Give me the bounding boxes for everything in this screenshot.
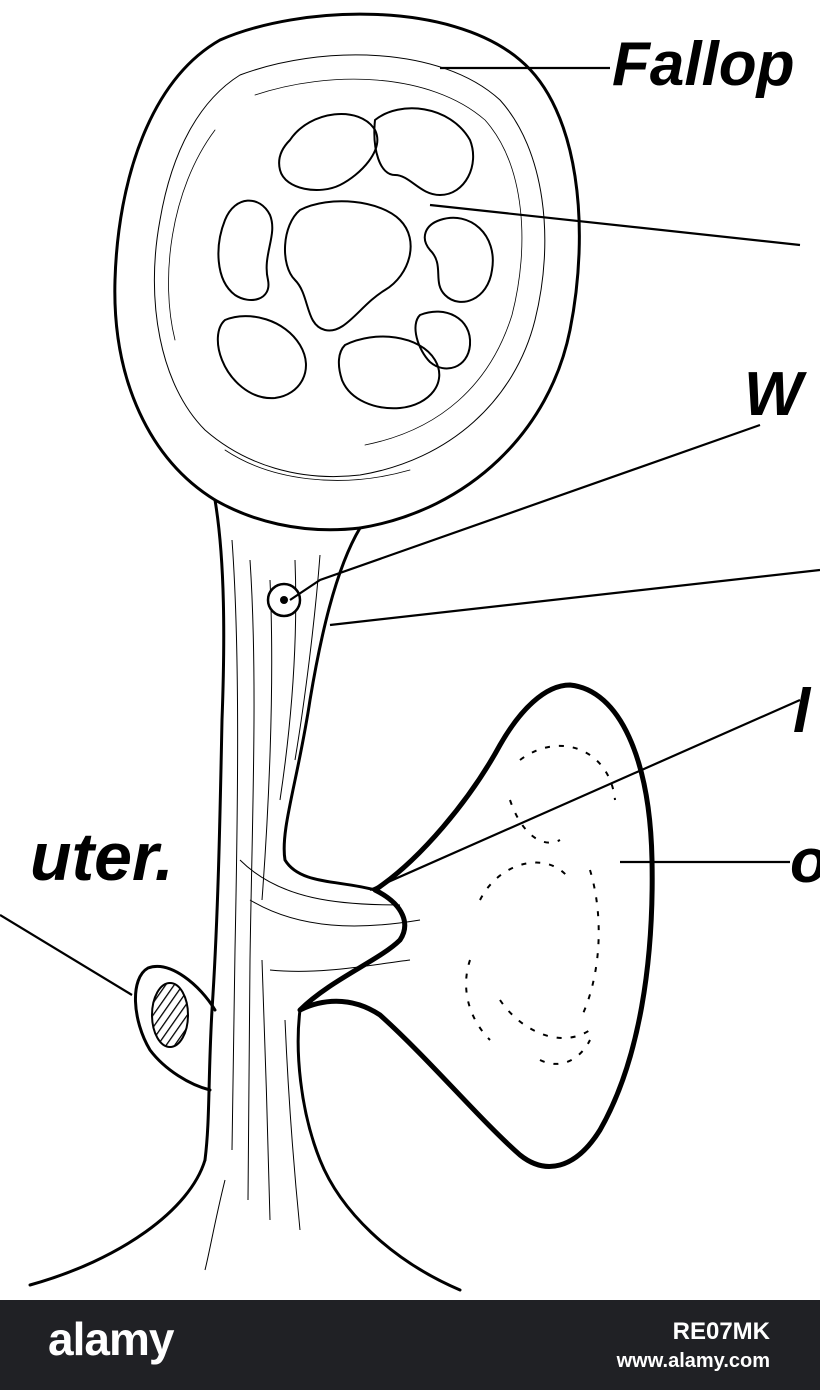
mucosal-fold (284, 200, 412, 332)
label-w: W (744, 360, 807, 429)
leader-lumen (429, 203, 801, 247)
mucosal-fold (216, 315, 307, 400)
watermark-bar (0, 1300, 820, 1390)
mucosal-fold (337, 335, 441, 410)
watermark-url: www.alamy.com (616, 1350, 770, 1372)
label-fallop: Fallop (612, 30, 795, 99)
leader-ligament (329, 568, 820, 627)
mucosal-fold (373, 107, 475, 196)
leader-lines (0, 66, 820, 996)
label-o: o (790, 827, 820, 896)
mucosal-fold (217, 199, 274, 301)
leader-w (289, 423, 761, 601)
ovary (297, 682, 655, 1169)
watermark-logo: alamy (48, 1313, 174, 1365)
label-fragment-l: l (793, 677, 812, 746)
broad-ligament (28, 498, 462, 1292)
mucosal-fold (414, 310, 472, 370)
wolffian-duct (266, 582, 302, 618)
watermark-image-id: RE07MK (672, 1318, 770, 1345)
anatomical-diagram: Fallop W uter. o l (0, 12, 820, 1292)
leader-uter (0, 914, 133, 996)
label-uter: uter. (30, 819, 174, 895)
mucosal-fold (278, 113, 379, 191)
mucosal-fold (423, 216, 494, 303)
leader-mesovarium (369, 698, 801, 892)
ovarian-ligament-body (134, 965, 217, 1092)
fallopian-tube-section (113, 12, 581, 532)
